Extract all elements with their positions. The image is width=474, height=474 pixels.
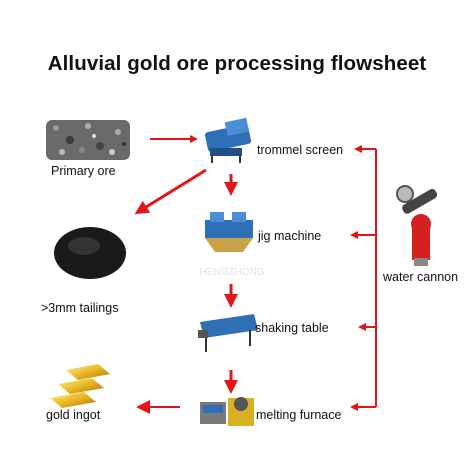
arrow-trommel-to-tailings (134, 168, 207, 215)
label-tailings: >3mm tailings (41, 301, 119, 315)
shaking-table-icon (198, 314, 258, 352)
watermark-logo: HENGZHONG (200, 267, 265, 278)
label-trommel-screen: trommel screen (257, 143, 344, 157)
label-melting-furnace: melting furnace (256, 408, 342, 422)
ore-pile-icon (46, 120, 130, 160)
jig-icon (205, 212, 253, 252)
tailings-pile-icon (54, 227, 126, 279)
diagram-title: Alluvial gold ore processing flowsheet (47, 52, 427, 75)
melting-furnace-icon (200, 397, 254, 426)
label-water-cannon: water cannon (383, 270, 459, 284)
label-jig-machine: jig machine (258, 229, 322, 243)
trommel-icon (204, 117, 252, 163)
flow-arrows (134, 135, 377, 414)
label-primary-ore: Primary ore (51, 164, 116, 178)
gold-ingot-icon (50, 364, 110, 408)
svg-text:HENGZHONG: HENGZHONG (200, 267, 265, 278)
water-cannon-icon (396, 185, 438, 266)
label-shaking-table: shaking table (255, 321, 329, 335)
label-gold-ingot: gold ingot (46, 408, 101, 422)
